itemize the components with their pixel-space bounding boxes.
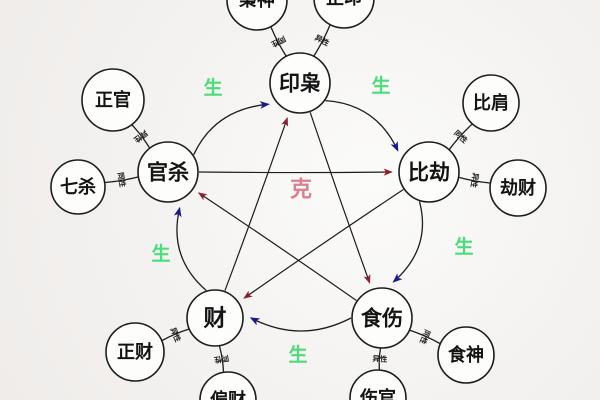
core-node-cai[interactable]: 财 xyxy=(186,289,244,347)
node-circle xyxy=(437,326,495,384)
satellite-node-jiecai[interactable]: 劫财 xyxy=(489,159,547,217)
satellite-node-xiaoshen[interactable]: 枭神 xyxy=(226,0,288,31)
sheng-relation-label-4: 生 xyxy=(288,343,307,366)
sheng-relation-label-2: 生 xyxy=(371,74,390,97)
node-circle xyxy=(269,52,331,114)
node-circle xyxy=(50,159,106,215)
satellite-node-bijian[interactable]: 比肩 xyxy=(462,74,520,132)
edge-polarity-tag: 异性 xyxy=(313,32,331,48)
edge-polarity-tag: 同性 xyxy=(269,34,287,50)
satellite-node-shishen[interactable]: 食神 xyxy=(437,326,495,384)
core-node-yinxiao[interactable]: 印枭 xyxy=(269,52,331,114)
ke-relation-label: 克 xyxy=(290,177,312,203)
sheng-arcs xyxy=(173,99,424,332)
node-circle xyxy=(105,322,165,382)
relation-marker-group: 生生生生生 xyxy=(151,74,473,366)
node-circle xyxy=(313,0,375,29)
node-circle xyxy=(81,68,145,132)
node-circle xyxy=(398,141,460,203)
node-circle xyxy=(199,371,257,400)
node-circle xyxy=(137,141,199,203)
edge-polarity-tag: 异性 xyxy=(469,172,482,189)
satellite-node-shangguan[interactable]: 伤官 xyxy=(349,369,407,400)
edge-polarity-tag: 同性 xyxy=(418,328,433,346)
edge-polarity-tag: 异性 xyxy=(132,128,150,145)
sheng-relation-label-3: 生 xyxy=(454,235,473,258)
node-circle xyxy=(489,159,547,217)
sheng-relation-label-1: 生 xyxy=(203,76,222,99)
edge-polarity-tag: 异性 xyxy=(372,353,388,364)
satellite-spokes xyxy=(105,24,490,372)
node-circle xyxy=(462,74,520,132)
sheng-relation-label-5: 生 xyxy=(151,242,170,265)
node-circle xyxy=(349,369,407,400)
node-circle xyxy=(351,287,413,349)
satellite-node-zhengcai[interactable]: 正财 xyxy=(105,322,165,382)
core-node-guansha[interactable]: 官杀 xyxy=(137,141,199,203)
edge-polarity-tag: 异性 xyxy=(168,326,183,344)
ke-chords xyxy=(197,112,404,301)
edge-polarity-tag: 同性 xyxy=(116,171,128,188)
core-node-bijie[interactable]: 比劫 xyxy=(398,141,460,203)
satellite-node-qisha[interactable]: 七杀 xyxy=(50,159,106,215)
satellite-node-piancai[interactable]: 偏财 xyxy=(199,371,257,400)
node-circle xyxy=(226,0,288,31)
core-node-shishang[interactable]: 食伤 xyxy=(351,287,413,349)
node-circle xyxy=(186,289,244,347)
satellite-node-zhengyin[interactable]: 正印 xyxy=(313,0,375,29)
satellite-node-zhengguan[interactable]: 正官 xyxy=(81,68,145,132)
edge-polarity-tag: 同性 xyxy=(213,353,230,365)
